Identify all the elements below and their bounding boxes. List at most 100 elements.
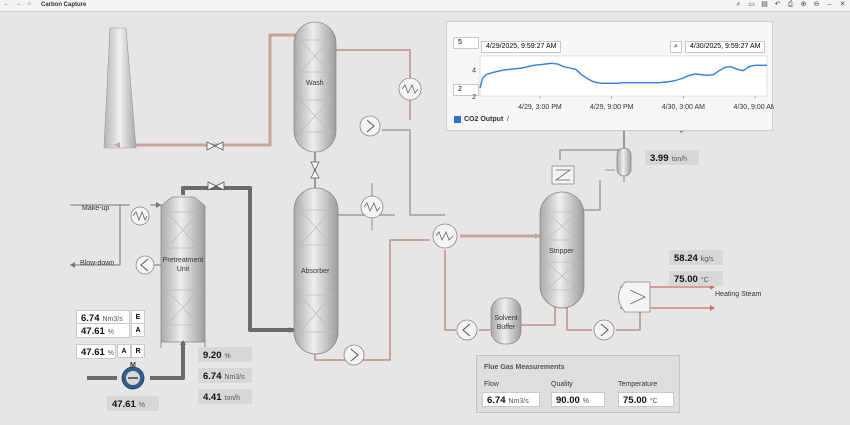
- print-icon[interactable]: ⎙: [787, 1, 794, 8]
- rich-in-arrow-icon: [535, 233, 540, 239]
- steam-out-arrow-icon: [710, 305, 715, 311]
- x-tick-label: 4/30, 3:00 AM: [662, 104, 705, 111]
- vent-arrow-icon: [114, 142, 120, 148]
- minimize-icon[interactable]: –: [827, 1, 832, 8]
- flue-temp-value: 75.00: [623, 395, 647, 406]
- vent-pipe: [120, 33, 300, 147]
- flue-quality-readout: 90.00%: [551, 392, 605, 407]
- lean-pump-icon[interactable]: [456, 319, 478, 341]
- ton-rate-unit: ton/h: [224, 395, 241, 402]
- absorber-cooler-icon[interactable]: [360, 183, 384, 230]
- close-icon[interactable]: ✕: [839, 1, 846, 8]
- absorber-pump-icon[interactable]: [343, 344, 365, 366]
- plot-area: [479, 55, 768, 97]
- wash-heat-exchanger-icon[interactable]: [398, 77, 422, 101]
- percent-a-value: 47.61: [81, 326, 105, 337]
- flue-quality-value: 90.00: [556, 395, 580, 406]
- makeup-label: Make-up: [82, 205, 110, 212]
- legend-suffix: /: [507, 116, 509, 123]
- tag-a-button[interactable]: A: [131, 323, 145, 337]
- reboiler-icon[interactable]: [618, 281, 651, 313]
- motor-label: M: [130, 362, 136, 369]
- flue-temp-label: Temperature: [618, 381, 658, 388]
- inlet-valve-icon[interactable]: [207, 181, 225, 191]
- flue-flow-label: Flow: [484, 381, 499, 388]
- legend-label: CO2 Output: [464, 116, 504, 123]
- wash-pump-icon[interactable]: [359, 115, 381, 137]
- stripper-column[interactable]: [539, 191, 585, 309]
- blower-motor-icon[interactable]: [121, 366, 145, 390]
- wash-column[interactable]: [293, 21, 337, 153]
- steam-temp-unit: °C: [700, 277, 709, 284]
- makeup-arrow-icon: [156, 202, 161, 208]
- save-icon[interactable]: ▤: [761, 1, 768, 8]
- view-icon[interactable]: ▭: [748, 1, 755, 8]
- flue-flow-unit: Nm3/s: [508, 398, 529, 405]
- series-line-co2-output: [479, 62, 767, 89]
- start-time-field[interactable]: 4/29/2025, 9:59:27 AM: [481, 41, 562, 53]
- exhaust-stack: [103, 27, 137, 149]
- flow-unit: Nm3/s: [102, 316, 123, 323]
- makeup-exchanger-icon[interactable]: [130, 206, 150, 226]
- absorber-label: Absorber: [301, 268, 330, 275]
- motor-speed-value: 47.61: [112, 399, 136, 410]
- wash-valve-icon[interactable]: [310, 161, 320, 179]
- co2-separator[interactable]: [616, 147, 632, 182]
- blowdown-arrow-icon: [70, 262, 75, 268]
- gas-flow-value: 6.74: [203, 371, 222, 382]
- flue-temp-unit: °C: [649, 398, 658, 405]
- percent-unit: %: [224, 353, 231, 360]
- tag-a2-button[interactable]: A: [117, 344, 131, 358]
- tag-r-button[interactable]: R: [131, 344, 145, 358]
- tag-e-button[interactable]: E: [131, 310, 145, 324]
- y-min-input[interactable]: 2: [453, 84, 479, 96]
- solvent-buffer-tank[interactable]: [490, 297, 522, 345]
- buffer-out-pipe: [520, 300, 556, 326]
- heating-steam-label: Heating Steam: [715, 291, 762, 298]
- motor-pipe: [150, 338, 185, 380]
- vent-valve-icon[interactable]: [206, 141, 224, 151]
- lean-link-pipe: [382, 129, 445, 216]
- percent-value: 9.20: [203, 350, 222, 361]
- search-icon[interactable]: ⌕: [736, 1, 741, 8]
- pretreatment-column[interactable]: [160, 196, 206, 348]
- pretreatment-pump-icon[interactable]: [135, 255, 155, 275]
- steam-temp-readout: 75.00°C: [669, 271, 723, 286]
- motor-speed-unit: %: [138, 402, 146, 409]
- percent-a-readout: 47.61%: [76, 323, 130, 338]
- y-max-input[interactable]: 5: [453, 37, 479, 49]
- pretreatment-label: Pretreatment Unit: [162, 257, 204, 273]
- flow-value: 6.74: [81, 313, 100, 324]
- legend-swatch: [454, 116, 461, 123]
- steam-temp-value: 75.00: [674, 274, 698, 285]
- zoom-out-icon[interactable]: ⊖: [813, 1, 820, 8]
- percent-ar-value: 47.61: [81, 347, 105, 358]
- lean-rich-exchanger-icon[interactable]: [432, 223, 458, 249]
- stripper-pump-icon[interactable]: [593, 319, 615, 341]
- percent-readout: 9.20%: [198, 347, 252, 362]
- percent-ar-readout: 47.61%: [76, 344, 116, 359]
- co2-product-pipe: [623, 129, 680, 148]
- navigation-arrows[interactable]: ← → ⌂: [4, 1, 33, 7]
- process-diagram: [70, 21, 715, 390]
- absorber-column[interactable]: [293, 187, 339, 355]
- stripper-bottom-pipe: [566, 305, 592, 331]
- condenser-pipe: [559, 149, 620, 160]
- wash-return-pipe: [334, 49, 411, 120]
- motor-speed-readout: 47.61%: [107, 396, 159, 411]
- steam-flow-value: 58.24: [674, 253, 698, 264]
- steam-flow-unit: kg/s: [700, 256, 714, 263]
- co2-output-value: 3.99: [650, 153, 669, 164]
- flue-temp-readout: 75.00°C: [618, 392, 674, 407]
- lean-return-pipe: [444, 250, 456, 331]
- undo-icon[interactable]: ↶: [774, 1, 781, 8]
- zoom-icon[interactable]: ⊕: [800, 1, 807, 8]
- title-bar: ← → ⌂ Carbon Capture ⌕ ▭ ▤ ↶ ⎙ ⊕ ⊖ – ✕: [0, 0, 850, 12]
- search-icon[interactable]: ⌕: [670, 41, 682, 53]
- condenser-icon[interactable]: [551, 165, 575, 185]
- end-time-field[interactable]: 4/30/2025, 9:59:27 AM: [685, 41, 766, 53]
